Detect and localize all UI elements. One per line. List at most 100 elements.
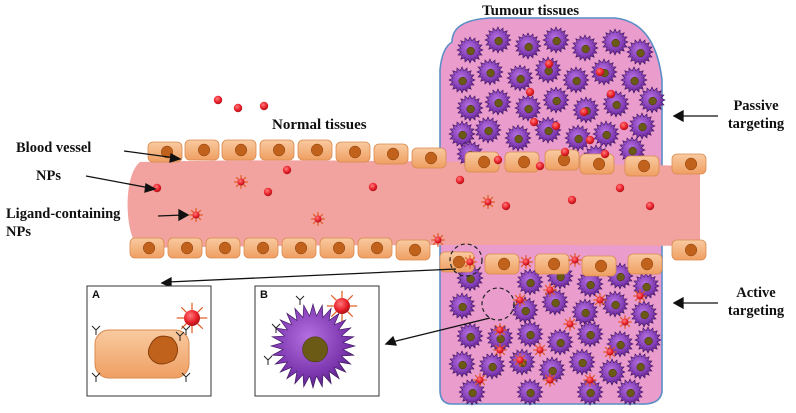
nanoparticle [619, 121, 629, 131]
endothelial-cell [579, 153, 615, 175]
ligand-nanoparticle [563, 317, 577, 331]
endothelial-cell [627, 253, 663, 275]
endothelial-cell [671, 153, 707, 175]
tumour-cell [606, 330, 634, 358]
endothelial-cell [411, 147, 447, 169]
ligand-nanoparticle [463, 255, 477, 269]
tumour-cell [504, 124, 532, 152]
nanoparticle [233, 103, 243, 113]
tumour-cell [638, 86, 666, 114]
ligand-nanoparticle [326, 290, 358, 322]
inset-a-ligand-np [176, 302, 208, 334]
inset-a-nucleus [147, 335, 178, 365]
ligand-nanoparticle [593, 293, 607, 307]
nanoparticle [560, 147, 570, 157]
nps-label: NPs [36, 168, 61, 184]
nanoparticle [606, 89, 616, 99]
tumour-cell [616, 378, 644, 406]
nanoparticles [152, 59, 655, 211]
tumour-cell [542, 86, 570, 114]
endothelial-cell [357, 237, 393, 259]
nanoparticle [368, 182, 378, 192]
endothelial-cell [259, 139, 295, 161]
tumour-cell [448, 120, 476, 148]
ligand-nanoparticle [519, 255, 533, 269]
nanoparticle [535, 161, 545, 171]
focus-circle-tumour-cell [481, 287, 515, 321]
tumour-cell [506, 64, 534, 92]
passive-label-line2: targeting [727, 116, 785, 132]
ligand-nanoparticle [513, 293, 527, 307]
nanoparticle [544, 59, 554, 69]
ligand-label-line1: Ligand-containing [6, 206, 121, 222]
nanoparticle [282, 165, 292, 175]
endothelial-cell [221, 139, 257, 161]
inset-b-tumour-cell [269, 302, 357, 390]
tumour-cell [576, 320, 604, 348]
inset-b-letter: B [260, 289, 268, 301]
tumour-cell [626, 38, 654, 66]
endothelial-cell [504, 151, 540, 173]
endothelial-cell [129, 237, 165, 259]
nanoparticle [152, 183, 162, 193]
nanoparticle [455, 175, 465, 185]
tumour-cell [538, 356, 566, 384]
tumour-cell [571, 34, 599, 62]
passive-label-line1: Passive [733, 98, 779, 114]
tumour-cell [478, 352, 506, 380]
tumour-cell [476, 58, 504, 86]
nanoparticle [501, 201, 511, 211]
ligand-nanoparticle [481, 195, 495, 209]
tumour-cell [474, 116, 502, 144]
tumour-cell [516, 268, 544, 296]
ligand-nanoparticle [473, 373, 487, 387]
tumour-cell [592, 120, 620, 148]
tumour-cells [448, 26, 666, 406]
tumour-cell [534, 56, 562, 84]
inset-b-ligand-np [263, 290, 358, 365]
tumour-cell [576, 378, 604, 406]
nanoparticle [585, 135, 595, 145]
blood-vessel [127, 160, 700, 248]
endothelial-cell [464, 151, 500, 173]
ligand-nanoparticle [543, 373, 557, 387]
tumour-cell [458, 378, 486, 406]
endothelial-cell [624, 155, 660, 177]
tumour-cell [514, 32, 542, 60]
endothelial-cells-bottom [129, 237, 707, 277]
endothelial-cell [335, 141, 371, 163]
endothelial-cell [581, 255, 617, 277]
tumour-cell [576, 270, 604, 298]
tumour-tissues-label: Tumour tissues [482, 3, 580, 19]
tumour-cell [542, 26, 570, 54]
tumour-cell [448, 66, 476, 94]
tumour-cell [628, 112, 656, 140]
nanoparticle [579, 107, 589, 117]
ligand-nanoparticle [189, 208, 203, 222]
ligand-nanoparticle [603, 345, 617, 359]
tumour-cell [564, 124, 592, 152]
tumour-cell [516, 378, 544, 406]
nanoparticle [263, 187, 273, 197]
tumour-cell [514, 94, 542, 122]
tumour-cell [448, 350, 476, 378]
ligand-nanoparticle [543, 283, 557, 297]
ligand-nanoparticle [493, 323, 507, 337]
nanoparticle [529, 117, 539, 127]
ligand-nanoparticle [633, 289, 647, 303]
endothelial-cell [167, 237, 203, 259]
focus-circle-endothelial [449, 243, 483, 277]
endothelial-cell [319, 237, 355, 259]
inset-b-spiky-cell [269, 302, 357, 390]
tumour-cell [511, 296, 539, 324]
nanoparticle [600, 149, 610, 159]
tumour-cell [456, 322, 484, 350]
tumour-cell [448, 292, 476, 320]
nanoparticle [259, 101, 269, 111]
tumour-cell [620, 66, 648, 94]
normal-tissues-label: Normal tissues [272, 117, 367, 133]
nanoparticle [551, 121, 561, 131]
ligand-nanoparticle [493, 343, 507, 357]
